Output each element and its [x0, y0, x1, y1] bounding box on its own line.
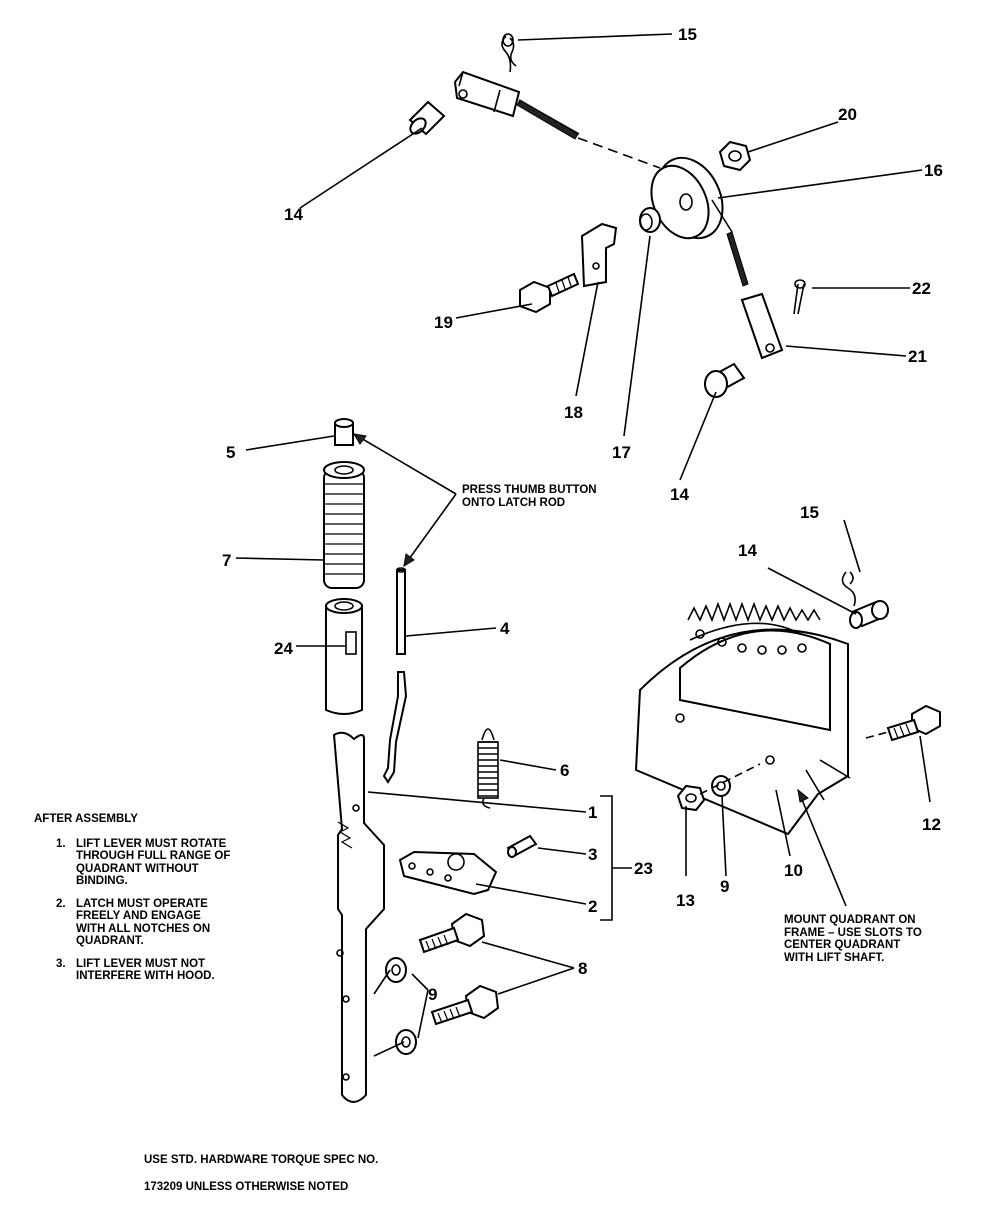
callout-19: 19 — [434, 313, 453, 332]
roll-pin — [506, 834, 538, 858]
callout-15-top: 15 — [678, 25, 697, 44]
callout-10: 10 — [784, 861, 803, 880]
callout-1: 1 — [588, 803, 597, 822]
item-text: LIFT LEVER MUST NOT INTERFERE WITH HOOD. — [76, 957, 215, 983]
quadrant — [634, 601, 851, 836]
callout-4: 4 — [500, 619, 510, 638]
callout-9-lever: 9 — [428, 985, 437, 1004]
hairpin-cotter-top — [501, 33, 517, 73]
thumb-button — [334, 418, 354, 446]
callout-16: 16 — [924, 161, 943, 180]
leader-lines — [235, 33, 931, 1057]
lift-lever — [332, 731, 385, 1103]
callout-14-mid: 14 — [670, 485, 689, 504]
callout-20: 20 — [838, 105, 857, 124]
note-press-thumb: PRESS THUMB BUTTON ONTO LATCH ROD — [462, 484, 597, 509]
hex-nut-top — [718, 140, 752, 172]
hex-bolt-12 — [886, 704, 941, 742]
callout-23: 23 — [634, 859, 653, 878]
lock-washer-lower — [395, 1029, 417, 1055]
clevis-pin-top — [408, 100, 446, 136]
handle-grip — [323, 461, 365, 589]
callout-12: 12 — [922, 815, 941, 834]
note-mount-quadrant: MOUNT QUADRANT ON FRAME – USE SLOTS TO C… — [784, 914, 922, 964]
callout-13: 13 — [676, 891, 695, 910]
after-assembly-title: AFTER ASSEMBLY — [34, 813, 138, 825]
hairpin-cotter-right — [841, 571, 856, 607]
callout-15-right: 15 — [800, 503, 819, 522]
after-assembly-item: 2. LATCH MUST OPERATE FREELY AND ENGAGE … — [34, 898, 304, 948]
cable-bracket — [580, 222, 618, 288]
callout-numbers: 15 14 20 16 22 21 19 18 17 14 5 7 24 4 6… — [222, 25, 943, 1004]
extension-spring — [477, 728, 499, 809]
hex-bolt-19 — [519, 272, 580, 314]
callout-14-right: 14 — [738, 541, 757, 560]
clevis-pin-middle — [704, 362, 746, 398]
callout-18: 18 — [564, 403, 583, 422]
lock-washer-upper — [385, 957, 407, 983]
torque-spec-footer: USE STD. HARDWARE TORQUE SPEC NO. 173209… — [144, 1154, 379, 1193]
after-assembly-item: 3. LIFT LEVER MUST NOT INTERFERE WITH HO… — [34, 958, 304, 983]
spacer-bushing — [639, 207, 661, 233]
callout-8: 8 — [578, 959, 587, 978]
cotter-pin-22 — [793, 279, 806, 315]
latch-rod — [382, 567, 408, 784]
after-assembly-notes: AFTER ASSEMBLY 1. LIFT LEVER MUST ROTATE… — [34, 813, 304, 993]
callout-21: 21 — [908, 347, 927, 366]
callout-7: 7 — [222, 551, 231, 570]
cable-lower — [726, 231, 749, 287]
callout-5: 5 — [226, 443, 235, 462]
cable-clevis-upper — [453, 70, 580, 140]
lever-tube — [325, 598, 363, 715]
cable-clevis-lower — [740, 292, 784, 360]
hex-bolt-8-lower — [430, 984, 500, 1026]
item-text: LATCH MUST OPERATE FREELY AND ENGAGE WIT… — [76, 897, 211, 948]
callout-17: 17 — [612, 443, 631, 462]
callout-9-quadrant: 9 — [720, 877, 729, 896]
item-text: LIFT LEVER MUST ROTATE THROUGH FULL RANG… — [76, 837, 231, 888]
callout-2: 2 — [588, 897, 597, 916]
callout-6: 6 — [560, 761, 569, 780]
callout-22: 22 — [912, 279, 931, 298]
callout-14-top: 14 — [284, 205, 303, 224]
callout-3: 3 — [588, 845, 597, 864]
latch — [398, 850, 498, 896]
hex-bolt-8-upper — [418, 912, 486, 954]
item-number: 1. — [56, 837, 66, 850]
clevis-pin-right — [849, 600, 889, 629]
item-number: 3. — [56, 957, 66, 970]
callout-24: 24 — [274, 639, 293, 658]
after-assembly-item: 1. LIFT LEVER MUST ROTATE THROUGH FULL R… — [34, 838, 304, 888]
item-number: 2. — [56, 897, 66, 910]
pulley — [650, 156, 724, 240]
hex-nut-13 — [676, 784, 706, 812]
